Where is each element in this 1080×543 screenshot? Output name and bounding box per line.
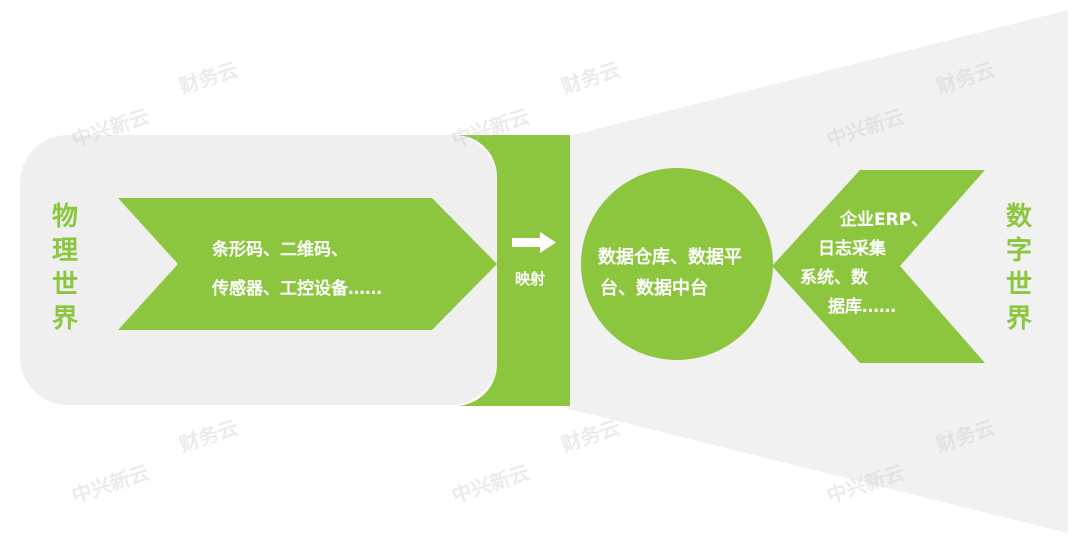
mapping-label: 映射 — [515, 270, 546, 288]
digital-world-title: 数字世界 — [1005, 202, 1032, 334]
mapping-bracket — [455, 135, 570, 406]
sources-label-line-1: 企业ERP、 — [840, 210, 929, 230]
data-platform-label-line-2: 台、数据中台 — [600, 278, 708, 299]
data-platform-label-line-1: 数据仓库、数据平 — [598, 247, 742, 268]
sources-label-line-3: 系统、数 — [800, 268, 868, 288]
devices-chevron — [118, 198, 497, 330]
devices-label-line-2: 传感器、工控设备…… — [212, 279, 382, 299]
devices-label-line-1: 条形码、二维码、 — [212, 240, 348, 260]
sources-label-line-4: 据库…… — [828, 297, 896, 317]
arrow-right-icon — [512, 232, 556, 253]
physical-world-title: 物理世界 — [51, 202, 78, 334]
data-platform-circle — [581, 168, 773, 360]
sources-label-line-2: 日志采集 — [818, 239, 886, 259]
sources-chevron — [772, 170, 985, 363]
